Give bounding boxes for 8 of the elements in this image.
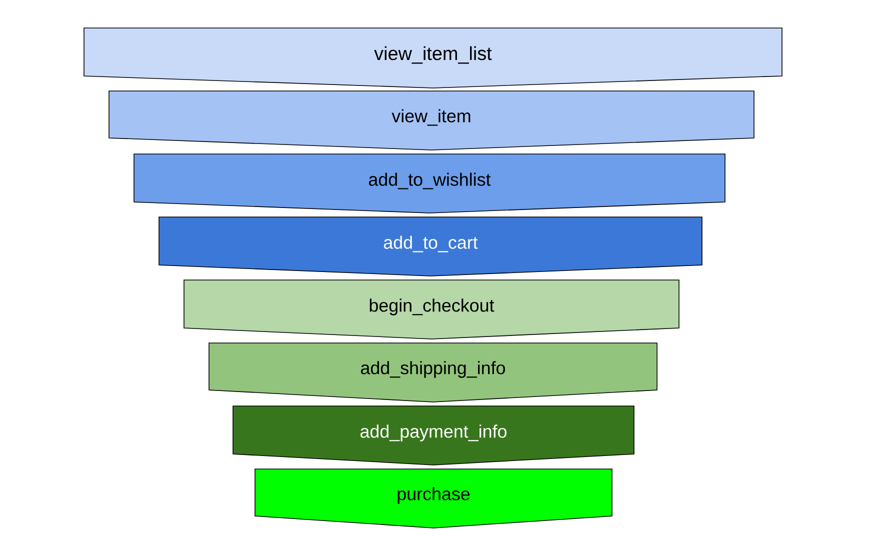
funnel-stage: add_payment_info [232,406,634,466]
funnel-stage: add_to_wishlist [134,154,726,214]
funnel-stage: view_item_list [84,28,782,88]
funnel-stage: view_item [108,90,754,150]
funnel-stage: begin_checkout [184,280,680,340]
funnel-stage: add_to_cart [158,216,702,276]
funnel-stage: add_shipping_info [208,342,658,402]
funnel-stage: purchase [254,468,612,528]
